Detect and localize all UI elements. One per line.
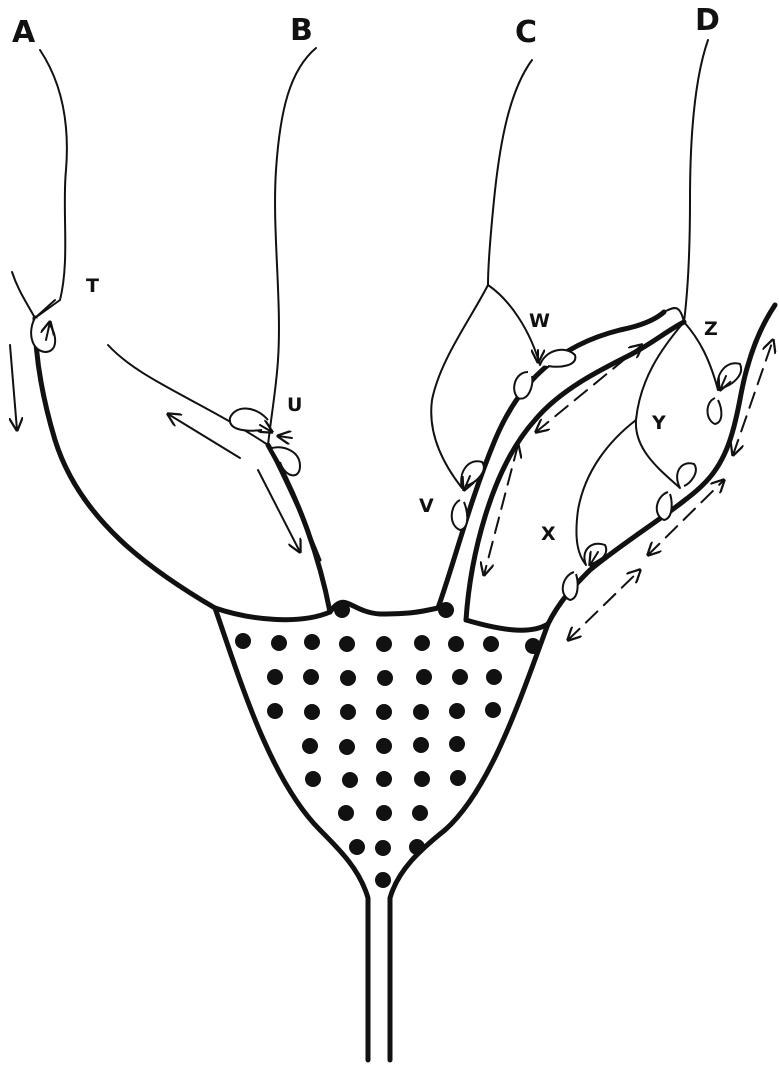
- branch-a-line: [35, 50, 67, 318]
- arrow-a-down: [10, 345, 17, 430]
- junction-t-loop: [31, 318, 55, 352]
- center-lobe-tip: [664, 308, 684, 322]
- labels: A B C D T U V W X Y Z: [12, 3, 720, 545]
- junction-y-loop-2: [657, 492, 672, 520]
- junction-x-loop-2: [563, 572, 578, 600]
- junction-w-loop: [540, 350, 575, 367]
- label-c: C: [515, 15, 537, 50]
- junction-u-arrow-2: [278, 436, 292, 438]
- label-b: B: [290, 13, 313, 48]
- branch-c-line: [488, 60, 532, 285]
- stem: [320, 830, 445, 1060]
- junction-v-loop-bottom: [452, 500, 468, 530]
- junction-z-loop-2: [708, 398, 722, 424]
- arrow-left-down: [258, 470, 300, 552]
- branch-d-line: [684, 40, 708, 322]
- label-w: W: [529, 310, 550, 332]
- body-dots: [235, 602, 541, 888]
- label-d: D: [695, 3, 720, 38]
- branch-b: [168, 48, 316, 552]
- left-lobe-inner-bottom: [215, 445, 330, 620]
- junction-w-loop-2: [514, 372, 532, 399]
- body-right-edge: [445, 624, 548, 830]
- branch-a-side: [12, 272, 35, 318]
- junction-y-loop: [677, 463, 696, 488]
- center-lobe-bottom: [466, 620, 548, 630]
- stem-left-edge: [320, 830, 368, 1060]
- label-t: T: [86, 275, 99, 297]
- branch-b-line: [268, 48, 316, 445]
- branch-d: [548, 40, 775, 640]
- label-v: V: [419, 495, 434, 517]
- stem-right-edge: [390, 830, 445, 1060]
- branch-c-left: [431, 285, 488, 488]
- label-z: Z: [704, 318, 718, 340]
- branch-a-tick: [35, 300, 55, 318]
- label-a: A: [12, 15, 36, 50]
- label-y: Y: [651, 412, 666, 434]
- label-x: X: [541, 523, 556, 545]
- label-u: U: [287, 394, 302, 416]
- cell-body: [215, 602, 548, 888]
